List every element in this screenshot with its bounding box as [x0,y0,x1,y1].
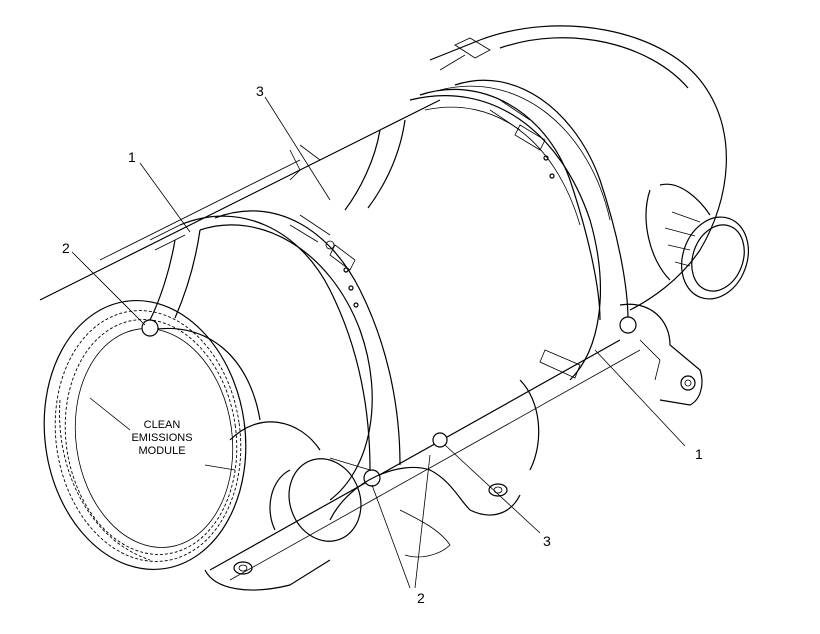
cylinder-section-front [149,224,373,501]
cylinder-section-rear [409,85,611,381]
mounting-cradle [204,379,540,591]
cylinder-body [39,99,641,581]
caption-line-2: EMISSIONS [131,432,193,444]
caption-line-3: MODULE [138,445,186,457]
callout-1-front-strap: 1 [128,149,136,165]
mounting-strap-front [141,210,401,487]
inlet-pipe [269,457,371,542]
clean-emissions-module-label: CLEAN EMISSIONS MODULE [112,419,212,458]
callout-2-bottom-pin: 2 [417,590,425,606]
caption-line-1: CLEAN [143,419,181,431]
callout-3-bottom-clip: 3 [543,533,551,549]
mounting-strap-rear [344,79,637,448]
right-bracket [539,303,703,406]
callout-1-rear-strap: 1 [695,446,703,462]
callout-3-top-clip: 3 [256,83,264,99]
left-top-bracket [149,144,321,251]
rear-housing [429,25,727,311]
callout-leaders [71,96,686,589]
outlet-pipe [645,183,749,300]
callout-2-front-pin: 2 [62,240,70,256]
front-end-cap [43,299,247,571]
